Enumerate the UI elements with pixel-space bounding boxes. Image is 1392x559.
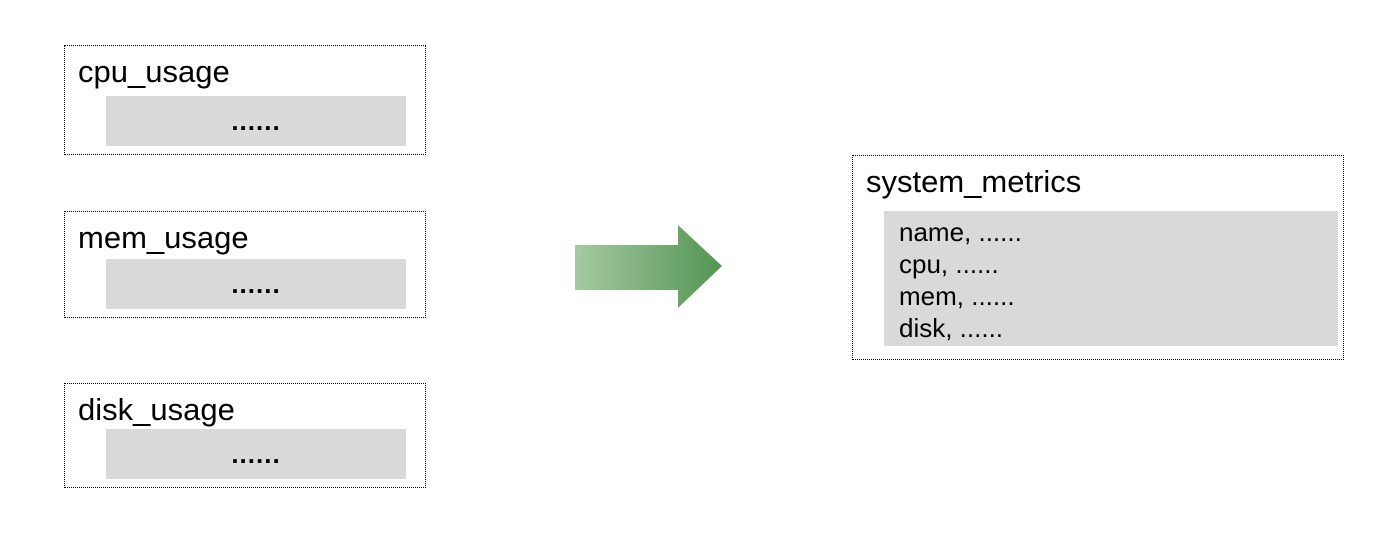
column-row: mem, ...... — [899, 281, 1015, 311]
table-title: disk_usage — [78, 392, 235, 427]
table-title: system_metrics — [866, 164, 1082, 199]
table-rows-placeholder: ...... — [106, 96, 406, 146]
table-title: cpu_usage — [78, 54, 230, 89]
source-table-cpu-usage: cpu_usage ...... — [64, 45, 426, 155]
table-rows-placeholder: ...... — [106, 259, 406, 309]
source-table-disk-usage: disk_usage ...... — [64, 383, 426, 488]
source-table-mem-usage: mem_usage ...... — [64, 211, 426, 318]
column-row: name, ...... — [899, 217, 1022, 247]
target-table-system-metrics: system_metrics name, ...... cpu, ...... … — [852, 155, 1344, 360]
column-row: disk, ...... — [899, 313, 1004, 343]
flow-arrow-icon — [575, 224, 723, 308]
column-row: cpu, ...... — [899, 249, 999, 279]
table-rows-placeholder: ...... — [106, 429, 406, 479]
table-title: mem_usage — [78, 220, 249, 255]
table-columns-panel: name, ...... cpu, ...... mem, ...... dis… — [884, 211, 1338, 346]
